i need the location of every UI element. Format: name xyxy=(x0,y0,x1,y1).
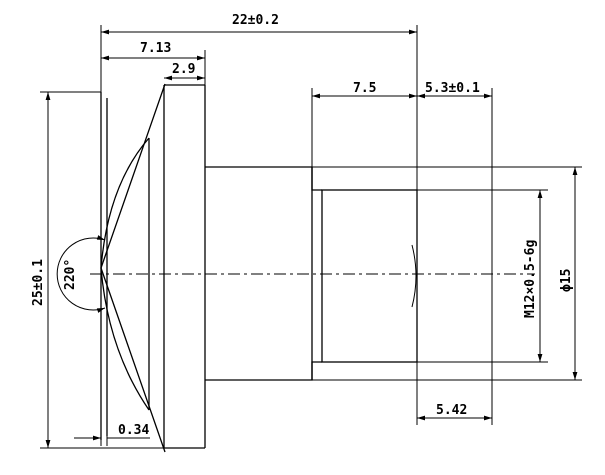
thread-mount xyxy=(321,189,418,363)
barrel-bottom xyxy=(205,361,322,381)
dimension-lines xyxy=(45,29,578,448)
label-view-angle: 220° xyxy=(63,259,78,290)
label-back-focal: 5.42 xyxy=(436,403,467,418)
extension-lines xyxy=(40,25,582,449)
cone-top-line xyxy=(100,83,166,269)
label-thread-length: 7.5 xyxy=(353,81,376,96)
label-overall-length: 22±0.2 xyxy=(232,13,279,28)
label-outer-diameter: 25±0.1 xyxy=(31,259,46,306)
view-angle-arc xyxy=(56,235,106,313)
label-thread-spec: M12×0.5-6g xyxy=(523,240,538,318)
label-rear-extension: 5.3±0.1 xyxy=(425,81,480,96)
label-front-offset: 0.34 xyxy=(118,423,149,438)
label-flange-width: 2.9 xyxy=(172,62,195,77)
lens-body xyxy=(100,83,418,453)
dimension-labels: 22±0.2 7.13 2.9 7.5 5.3±0.1 0.34 5.42 25… xyxy=(31,13,574,438)
label-mount-diameter: ϕ15 xyxy=(559,269,574,292)
cone-bottom-line xyxy=(100,267,166,453)
barrel-top xyxy=(205,166,322,191)
rear-glass-curve xyxy=(411,244,417,308)
label-front-to-flange: 7.13 xyxy=(140,41,171,56)
